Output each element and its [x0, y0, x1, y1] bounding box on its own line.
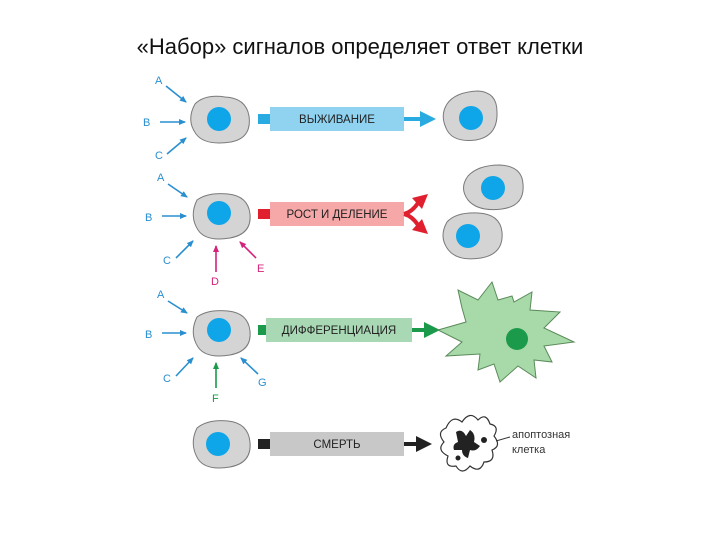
signal-label-d: D [211, 276, 219, 288]
nucleus [456, 224, 480, 248]
result-cell [442, 90, 498, 141]
output-arrow-up [403, 201, 420, 216]
response-label-differentiation: ДИФФЕРЕНЦИАЦИЯ [282, 325, 396, 337]
row-death: СМЕРТЬ апоптозная клетка [192, 414, 570, 472]
signal-arrow-a [167, 300, 188, 314]
signal-label-b: B [143, 117, 150, 129]
cell [190, 95, 250, 144]
signal-label-c: C [163, 255, 171, 267]
nucleus [506, 328, 528, 350]
output-arrow-down [403, 212, 420, 227]
row-growth-division: A B C D E РОСТ И ДЕЛЕНИЕ [145, 164, 524, 288]
signal-arrow-c [166, 137, 187, 155]
nucleus [207, 201, 231, 225]
connector [258, 209, 270, 219]
signal-arrow-g [240, 357, 259, 375]
result-cell-upper [463, 164, 524, 211]
signal-label-g: G [258, 377, 267, 389]
page-title: «Набор» сигналов определяет ответ клетки [136, 34, 584, 59]
signal-label-b: B [145, 329, 152, 341]
signal-label-f: F [212, 393, 219, 405]
signal-label-e: E [257, 263, 264, 275]
signal-label-c: C [155, 150, 163, 162]
nucleus [207, 107, 231, 131]
signal-arrow-c [175, 357, 194, 377]
signal-label-a: A [157, 172, 165, 184]
signal-arrow-a [167, 183, 188, 198]
response-label-survival: ВЫЖИВАНИЕ [299, 114, 375, 126]
nucleus [481, 176, 505, 200]
signal-label-a: A [157, 289, 165, 301]
signal-arrow-c [175, 240, 194, 259]
cell [192, 420, 251, 469]
apoptotic-cell-label-line2: клетка [512, 444, 546, 456]
connector [258, 439, 270, 449]
nucleus [459, 106, 483, 130]
cell [192, 193, 251, 240]
cell [192, 310, 251, 357]
row-differentiation: A B C F G ДИФФЕРЕНЦИАЦИЯ [145, 280, 576, 405]
label-pointer [495, 436, 511, 442]
response-box-death [270, 432, 404, 456]
differentiated-cell [436, 280, 576, 383]
response-box-growth [270, 202, 404, 226]
response-box-survival [270, 107, 404, 131]
response-label-growth: РОСТ И ДЕЛЕНИЕ [287, 209, 388, 221]
response-box-differentiation [266, 318, 412, 342]
signal-label-c: C [163, 373, 171, 385]
row-survival: A B C ВЫЖИВАНИЕ [143, 75, 498, 162]
connector [258, 325, 270, 335]
nucleus [207, 318, 231, 342]
result-cell-lower [442, 212, 503, 260]
connector [258, 114, 270, 124]
signal-arrow-e [239, 241, 257, 259]
signal-arrow-a [165, 85, 187, 103]
apoptotic-cell [439, 414, 511, 472]
response-label-death: СМЕРТЬ [313, 439, 360, 451]
apoptotic-cell-label-line1: апоптозная [512, 429, 570, 441]
signal-label-b: B [145, 212, 152, 224]
nucleus [206, 432, 230, 456]
signal-label-a: A [155, 75, 163, 87]
